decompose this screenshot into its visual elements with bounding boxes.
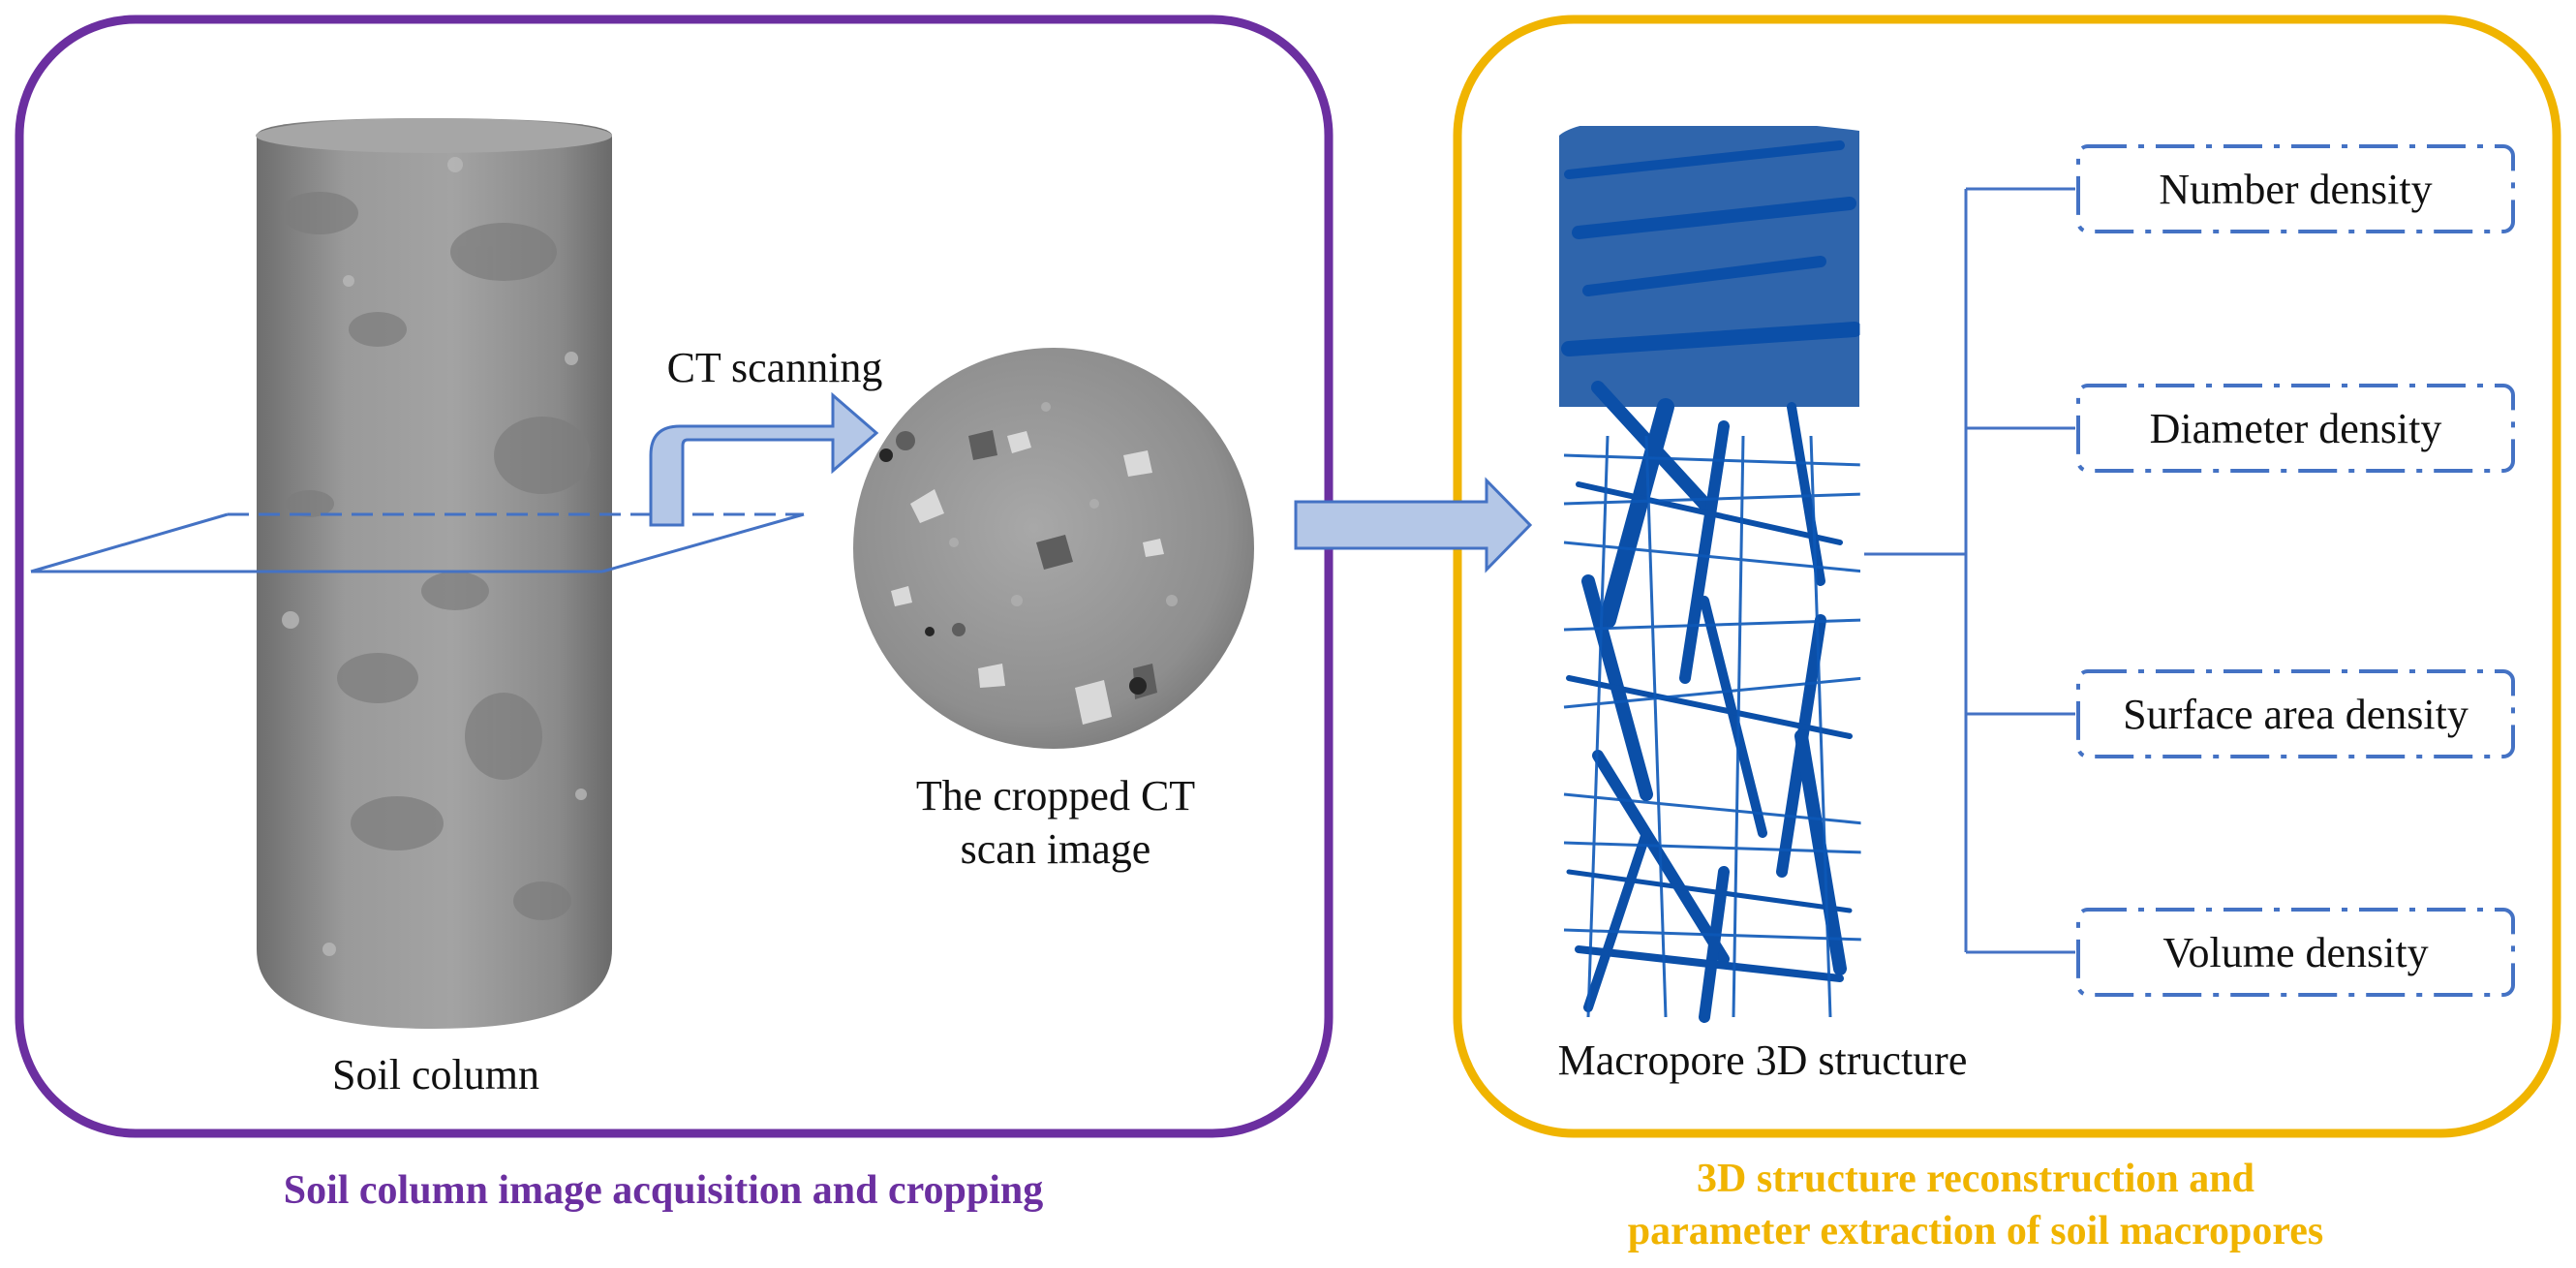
ct-scanning-label: CT scanning: [666, 344, 883, 391]
param-box-border: [2076, 908, 2515, 997]
scan-plane: [30, 512, 805, 573]
param-box-border: [2076, 384, 2515, 473]
macropore-structure-label: Macropore 3D structure: [1557, 1036, 1968, 1084]
param-label: Diameter density: [2149, 404, 2442, 452]
ct-scanning-arrow: [649, 391, 879, 527]
param-box-volume-density: Volume density: [2075, 907, 2516, 998]
process-arrow: [1294, 477, 1533, 573]
left-panel-frame: [15, 15, 1334, 1138]
param-label: Surface area density: [2123, 690, 2469, 738]
param-box-diameter-density: Diameter density: [2075, 383, 2516, 474]
param-label: Number density: [2159, 165, 2433, 213]
macropore-structure-illustration: [1554, 117, 1861, 1037]
soil-column-illustration: [256, 118, 612, 1029]
right-panel-caption-line1: 3D structure reconstruction and: [1697, 1157, 2254, 1201]
cropped-image-label-line1: The cropped CT: [915, 772, 1196, 820]
param-box-number-density: Number density: [2075, 143, 2516, 234]
parameter-bracket: [1864, 187, 2075, 954]
soil-column-label: Soil column: [332, 1051, 539, 1098]
right-panel-frame: [1453, 15, 2561, 1138]
left-panel-caption: Soil column image acquisition and croppi…: [283, 1168, 1044, 1213]
param-box-border: [2076, 144, 2515, 233]
right-panel-caption-line2: parameter extraction of soil macropores: [1627, 1209, 2324, 1253]
param-box-border: [2076, 669, 2515, 758]
param-label: Volume density: [2162, 928, 2429, 976]
cropped-image-label-line2: scan image: [960, 825, 1151, 873]
cropped-ct-image: [853, 348, 1254, 749]
param-box-surface-area-density: Surface area density: [2075, 668, 2516, 759]
